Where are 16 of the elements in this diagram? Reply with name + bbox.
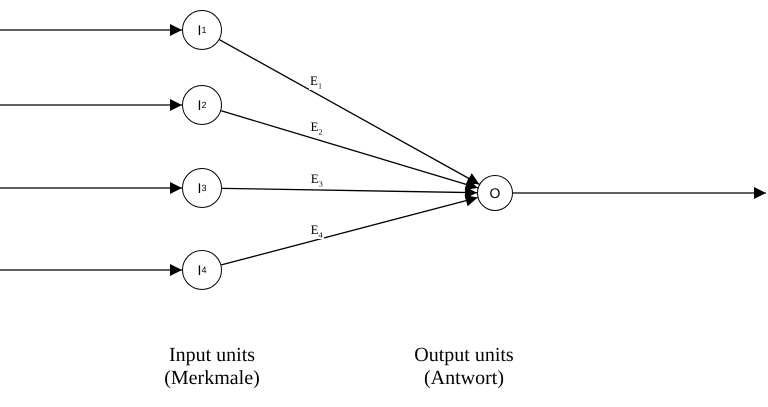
arrow [222,186,478,198]
edge-label: E$_{1}$ [309,74,323,90]
arrow [221,194,478,266]
arrow [513,187,766,199]
arrow [219,39,480,185]
edge-label: E$_{4}$ [310,222,324,240]
unit-circle: O [477,175,513,211]
arrow [0,182,182,194]
arrow [0,99,182,111]
arrow [0,24,182,36]
edge-label: E$_{3}$ [310,172,324,188]
arrow [0,264,182,276]
arrow [220,110,478,190]
layer-caption: Input units (Merkmale) [163,344,261,390]
edge-label: E$_{2}$ [310,120,324,138]
layer-caption: Output units (Antwort) [413,344,515,390]
